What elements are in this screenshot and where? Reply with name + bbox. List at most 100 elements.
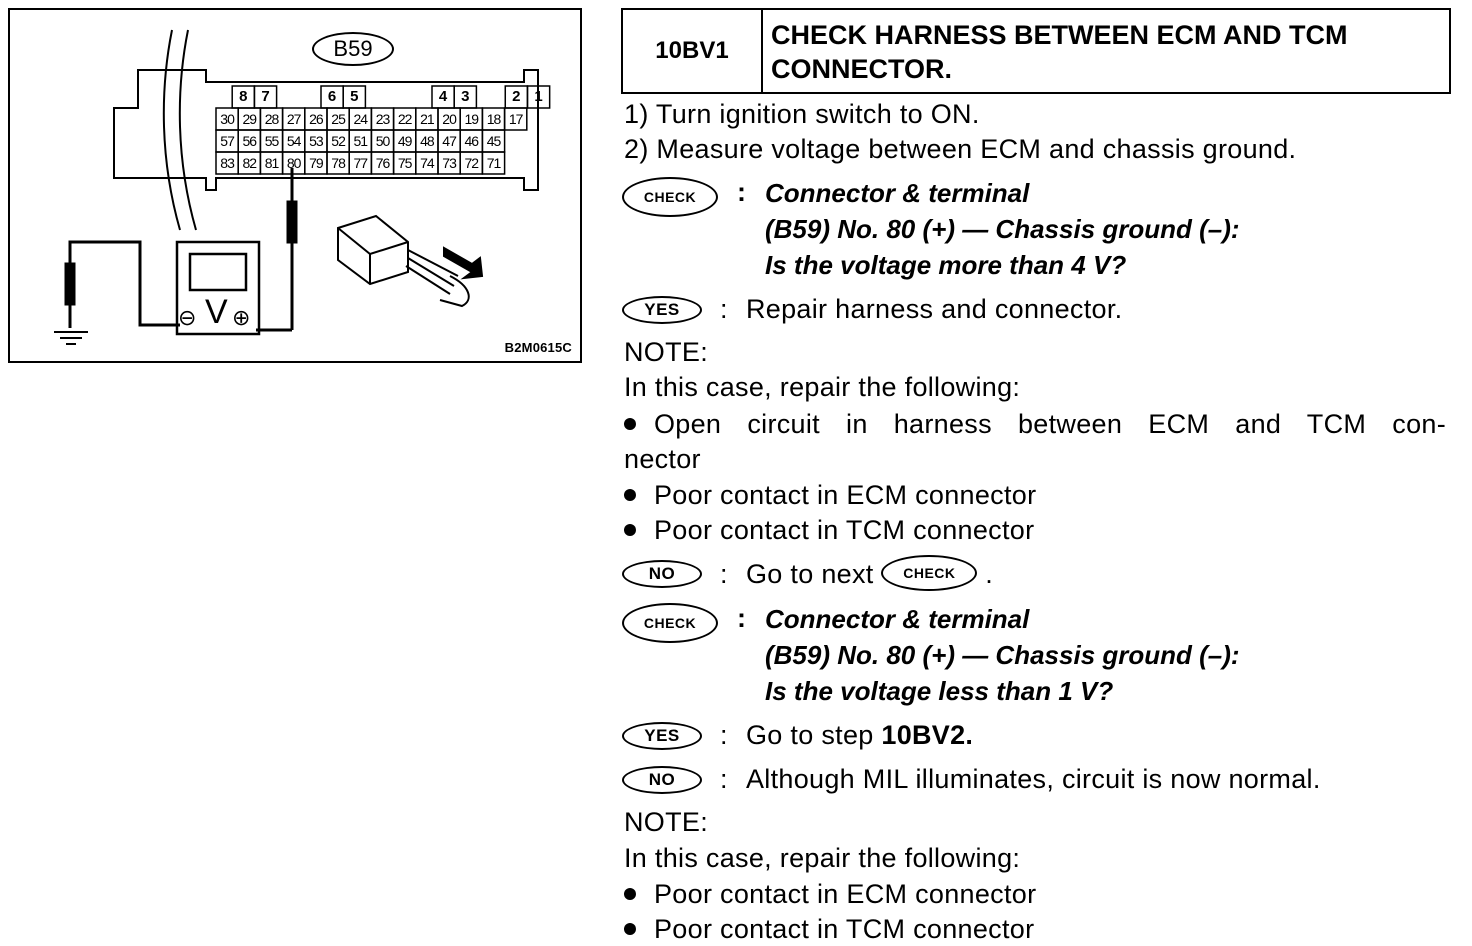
check2-line3: Is the voltage less than 1 V?: [765, 676, 1114, 706]
yes2-text: Go to step: [746, 720, 882, 750]
pin-number: 80: [286, 155, 302, 171]
instruction-2: 2) Measure voltage between ECM and chass…: [624, 134, 1297, 164]
pin-number: 48: [420, 133, 435, 149]
pin-number: 50: [375, 133, 391, 149]
bullet-icon: [624, 922, 636, 935]
no2-text: Although MIL illuminates, circuit is now…: [746, 764, 1321, 794]
no-badge-1: NO: [622, 560, 702, 588]
pin-number: 75: [397, 155, 413, 171]
pin-number-top: 4: [438, 88, 448, 105]
pin-number-top: 6: [327, 88, 337, 105]
pin-cell: [503, 107, 528, 131]
check2-colon: :: [737, 603, 746, 633]
check1-colon: :: [737, 177, 746, 207]
pin-number: 29: [242, 111, 257, 127]
pin-number: 82: [242, 155, 257, 171]
pin-number: 18: [486, 111, 502, 127]
pin-number: 25: [331, 111, 346, 127]
note1-item2: Poor contact in ECM connector: [624, 478, 1036, 512]
pin-number: 83: [220, 155, 235, 171]
pin-number: 19: [464, 111, 479, 127]
pin-number: 79: [309, 155, 324, 171]
connector-id-label: B59: [312, 32, 394, 66]
meter-v-symbol: V: [205, 293, 228, 331]
pin-number: 28: [264, 111, 280, 127]
note1-item1-cont: nector: [624, 444, 701, 474]
check-badge-2: CHECK: [622, 603, 718, 643]
check2-line2: (B59) No. 80 (+) — Chassis ground (–):: [765, 640, 1240, 670]
bullet-icon: [624, 417, 636, 430]
pin-number: 57: [220, 133, 235, 149]
step-title-line2: CONNECTOR.: [771, 54, 953, 84]
no1-colon: :: [720, 559, 728, 589]
pin-cell-top: [526, 85, 551, 109]
wiring-illustration: [54, 29, 551, 345]
step-header: 10BV1 CHECK HARNESS BETWEEN ECM AND TCM …: [621, 8, 1451, 94]
check1-line2: (B59) No. 80 (+) — Chassis ground (–):: [765, 214, 1240, 244]
no-badge-2: NO: [622, 766, 702, 794]
check1-line1: Connector & terminal: [765, 178, 1030, 208]
note1-label: NOTE:: [624, 337, 709, 367]
yes-badge-2: YES: [622, 722, 702, 750]
note1-item3-text: Poor contact in TCM connector: [654, 515, 1035, 545]
pin-number: 51: [353, 133, 368, 149]
yes2-step-ref: 10BV2.: [881, 720, 974, 750]
pin-cell: [481, 151, 506, 175]
pin-number: 55: [264, 133, 280, 149]
check-badge-1: CHECK: [622, 177, 718, 217]
pin-number: 20: [442, 111, 457, 127]
pin-number-top: 8: [239, 88, 248, 105]
pin-number: 54: [286, 133, 302, 149]
pin-number: 46: [464, 133, 479, 149]
pin-number: 77: [353, 155, 368, 171]
pin-number: 45: [486, 133, 502, 149]
step-title-line1: CHECK HARNESS BETWEEN ECM AND TCM: [771, 20, 1348, 50]
note1-item1-text: Open circuit in harness between ECM and …: [654, 409, 1446, 439]
note1-item3: Poor contact in TCM connector: [624, 513, 1034, 547]
pin-number: 22: [397, 111, 413, 127]
note2-item2: Poor contact in TCM connector: [624, 912, 1034, 946]
pin-number: 27: [286, 111, 302, 127]
no1-line: Go to next CHECK .: [746, 554, 994, 594]
pin-number: 71: [486, 155, 502, 171]
pin-number: 81: [264, 155, 280, 171]
note2-intro: In this case, repair the following:: [624, 843, 1021, 873]
step-title: CHECK HARNESS BETWEEN ECM AND TCM CONNEC…: [763, 10, 1449, 92]
pin-number: 74: [420, 155, 435, 171]
check2-line1: Connector & terminal: [765, 604, 1030, 634]
meter-minus-symbol: ⊖: [178, 305, 197, 330]
pin-number: 52: [331, 133, 346, 149]
pin-number: 26: [309, 111, 324, 127]
bullet-icon: [624, 523, 636, 536]
step-id: 10BV1: [623, 10, 763, 92]
note2-label: NOTE:: [624, 807, 709, 837]
pin-number: 56: [242, 133, 257, 149]
instruction-1: 1) Turn ignition switch to ON.: [624, 99, 980, 129]
check-badge-inline: CHECK: [881, 554, 978, 591]
no1-text: Go to next: [746, 559, 874, 589]
figure-code: B2M0615C: [504, 340, 572, 355]
pin-number: 72: [464, 155, 479, 171]
pin-number-top: 7: [261, 88, 270, 105]
pin-number: 78: [331, 155, 346, 171]
bullet-icon: [624, 887, 636, 900]
pin-number: 49: [397, 133, 413, 149]
yes2-line: Go to step 10BV2.: [746, 718, 973, 752]
pin-number: 47: [442, 133, 457, 149]
pin-number: 76: [375, 155, 391, 171]
pin-number: 73: [442, 155, 457, 171]
pin-number: 30: [220, 111, 235, 127]
yes2-colon: :: [720, 720, 728, 750]
pin-number-top: 5: [350, 88, 359, 105]
note1-item1: Open circuit in harness between ECM and …: [624, 407, 1446, 441]
pin-number: 23: [375, 111, 391, 127]
pin-number: 53: [309, 133, 324, 149]
no1-suffix: .: [985, 559, 994, 589]
note1-intro: In this case, repair the following:: [624, 372, 1021, 402]
note2-item2-text: Poor contact in TCM connector: [654, 914, 1035, 944]
pin-number: 24: [353, 111, 368, 127]
pin-number-top: 1: [534, 88, 543, 105]
pin-number-top: 2: [512, 88, 521, 105]
yes1-text: Repair harness and connector.: [746, 294, 1123, 324]
